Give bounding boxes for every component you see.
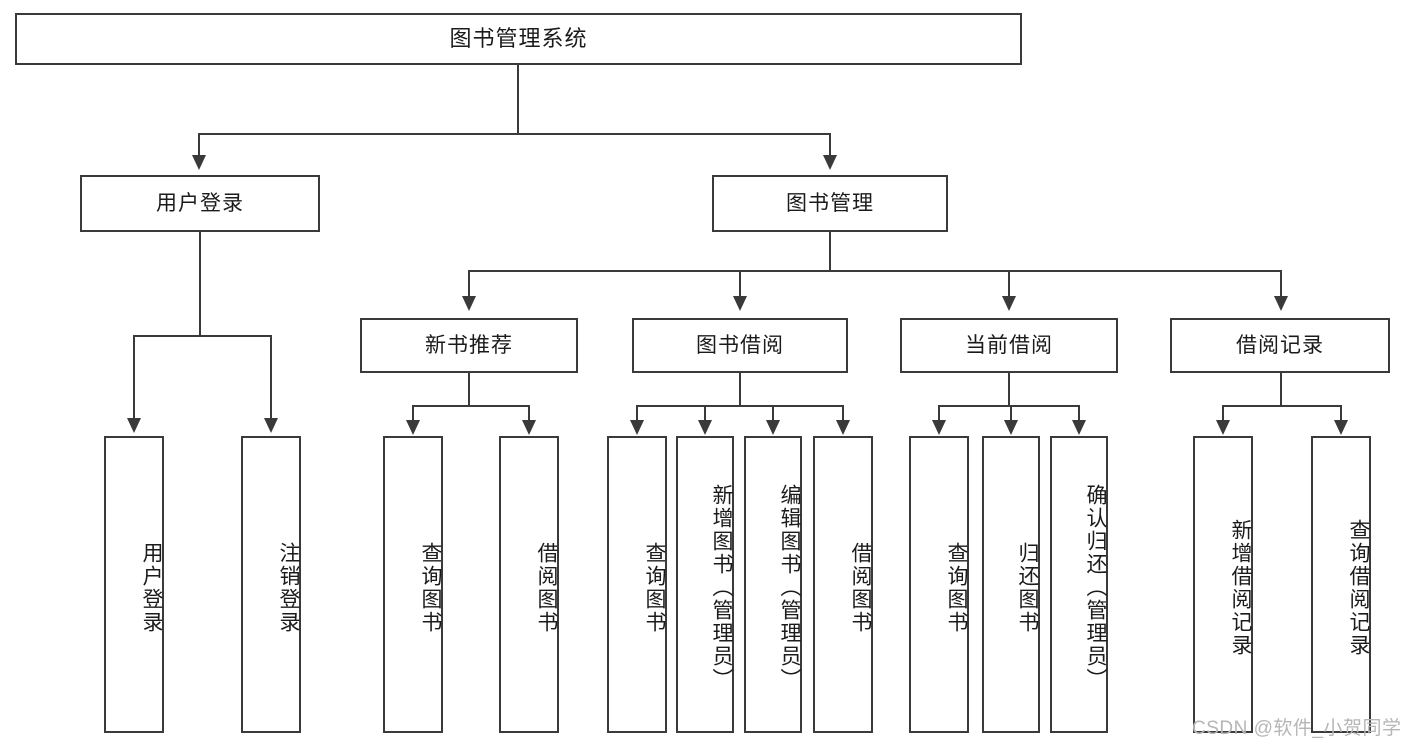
leaf-current-return-book[interactable]: 归还图书 [982,436,1040,733]
leaf-borrow-add-book-admin[interactable]: 新增图书（管理员） [676,436,734,733]
connector-current-to-leaf2 [1010,405,1012,423]
connector-current-to-leaf3 [1078,405,1080,423]
connector-root-bar [198,133,831,135]
arrowhead-bookmgmt-to-newbooks [462,296,476,311]
leaf-records-query-record[interactable]: 查询借阅记录 [1311,436,1371,733]
leaf-current-query-book[interactable]: 查询图书 [909,436,969,733]
arrowhead-login-to-leaf1 [127,418,141,433]
node-new-book-recommendation[interactable]: 新书推荐 [360,318,578,373]
node-label: 图书借阅 [696,333,784,357]
node-label: 新增图书（管理员） [710,484,733,691]
connector-root-stem [517,65,519,135]
connector-root-to-login [198,133,200,158]
node-book-borrow[interactable]: 图书借阅 [632,318,848,373]
node-borrow-records[interactable]: 借阅记录 [1170,318,1390,373]
arrowhead-login-to-leaf2 [264,418,278,433]
arrowhead-records-to-leaf2 [1334,420,1348,435]
connector-borrow-to-leaf1 [636,405,638,423]
node-label: 查询图书 [945,541,968,634]
connector-records-bar [1222,405,1342,407]
node-root-system[interactable]: 图书管理系统 [15,13,1022,65]
arrowhead-current-to-leaf1 [932,420,946,435]
connector-bookmgmt-to-records [1280,270,1282,298]
leaf-borrow-edit-book-admin[interactable]: 编辑图书（管理员） [744,436,802,733]
node-label: 新书推荐 [425,333,513,357]
arrowhead-records-to-leaf1 [1216,420,1230,435]
connector-borrow-to-leaf2 [704,405,706,423]
node-label: 借阅记录 [1236,333,1324,357]
node-current-borrow[interactable]: 当前借阅 [900,318,1118,373]
arrowhead-current-to-leaf2 [1004,420,1018,435]
arrowhead-current-to-leaf3 [1072,420,1086,435]
connector-current-bar [938,405,1080,407]
arrowhead-root-to-login [192,155,206,170]
arrowhead-bookmgmt-to-current [1002,296,1016,311]
connector-borrow-to-leaf4 [842,405,844,423]
connector-newbooks-bar [412,405,530,407]
connector-borrow-bar [636,405,844,407]
csdn-watermark: CSDN @软件_小贺同学 [1192,718,1402,739]
connector-newbooks-to-leaf2 [528,405,530,423]
node-book-management[interactable]: 图书管理 [712,175,948,232]
arrowhead-borrow-to-leaf1 [630,420,644,435]
node-label: 归还图书 [1016,541,1039,634]
arrowhead-bookmgmt-to-records [1274,296,1288,311]
connector-records-stem [1280,373,1282,407]
leaf-borrow-query-book[interactable]: 查询图书 [607,436,667,733]
node-label: 查询借阅记录 [1347,518,1370,657]
leaf-borrow-borrow-book[interactable]: 借阅图书 [813,436,873,733]
node-label: 查询图书 [643,541,666,634]
node-label: 借阅图书 [535,541,558,634]
leaf-newbooks-borrow-book[interactable]: 借阅图书 [499,436,559,733]
leaf-records-add-record[interactable]: 新增借阅记录 [1193,436,1253,733]
node-label: 新增借阅记录 [1229,518,1252,657]
connector-login-to-leaf1 [133,335,135,420]
arrowhead-bookmgmt-to-borrow [733,296,747,311]
node-label: 图书管理系统 [449,25,588,51]
connector-newbooks-stem [468,373,470,407]
connector-bookmgmt-to-newbooks [468,270,470,298]
connector-borrow-stem [739,373,741,407]
connector-newbooks-to-leaf1 [412,405,414,423]
connector-login-stem [199,232,201,337]
connector-login-to-leaf2 [270,335,272,420]
connector-root-to-bookmgmt [829,133,831,158]
node-label: 确认归还（管理员） [1084,484,1107,691]
connector-bookmgmt-to-borrow [739,270,741,298]
arrowhead-newbooks-to-leaf2 [522,420,536,435]
connector-records-to-leaf1 [1222,405,1224,423]
node-label: 图书管理 [786,191,874,215]
node-label: 用户登录 [156,191,244,215]
leaf-user-login[interactable]: 用户登录 [104,436,164,733]
arrowhead-root-to-bookmgmt [823,155,837,170]
connector-bookmgmt-to-current [1008,270,1010,298]
leaf-current-confirm-return-admin[interactable]: 确认归还（管理员） [1050,436,1108,733]
leaf-newbooks-query-book[interactable]: 查询图书 [383,436,443,733]
node-user-login[interactable]: 用户登录 [80,175,320,232]
node-label: 借阅图书 [849,541,872,634]
arrowhead-borrow-to-leaf3 [766,420,780,435]
node-label: 注销登录 [277,541,300,634]
arrowhead-borrow-to-leaf4 [836,420,850,435]
leaf-logout[interactable]: 注销登录 [241,436,301,733]
connector-borrow-to-leaf3 [772,405,774,423]
connector-current-to-leaf1 [938,405,940,423]
arrowhead-borrow-to-leaf2 [698,420,712,435]
node-label: 查询图书 [419,541,442,634]
arrowhead-newbooks-to-leaf1 [406,420,420,435]
node-label: 编辑图书（管理员） [778,484,801,691]
node-label: 当前借阅 [965,333,1053,357]
connector-bookmgmt-bar [468,270,1282,272]
connector-current-stem [1008,373,1010,407]
connector-bookmgmt-stem [829,232,831,272]
connector-records-to-leaf2 [1340,405,1342,423]
connector-login-bar [133,335,272,337]
node-label: 用户登录 [140,541,163,634]
